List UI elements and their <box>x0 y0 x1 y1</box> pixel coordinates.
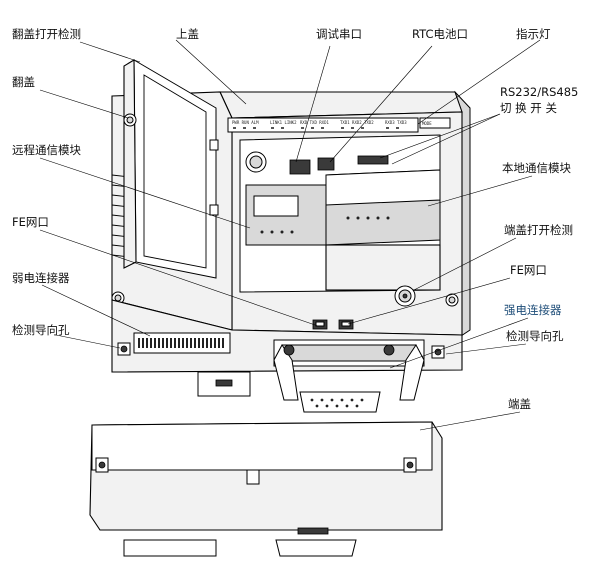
svg-text:LINK1 LINK2: LINK1 LINK2 <box>270 120 297 125</box>
svg-text:RXD3 TXD3: RXD3 TXD3 <box>385 120 407 125</box>
label-rs-switch-line1: RS232/RS485 <box>500 85 578 99</box>
label-fe-port-right: FE网口 <box>510 263 547 277</box>
interior-compartment <box>239 134 441 293</box>
weak-current-connector-body <box>133 332 231 354</box>
label-top-cover: 上盖 <box>176 27 199 41</box>
callout-labels: 翻盖打开检测 翻盖 远程通信模块 FE网口 弱电连接器 检测导向孔 上盖 调试串… <box>12 27 578 411</box>
label-flip-cover-open-detect: 翻盖打开检测 <box>12 27 81 41</box>
label-flip-cover: 翻盖 <box>12 75 35 89</box>
label-debug-serial-port: 调试串口 <box>316 27 362 41</box>
terminal-detect-knob <box>394 285 416 307</box>
label-remote-comm-module: 远程通信模块 <box>12 143 81 157</box>
label-detect-guide-hole-left: 检测导向孔 <box>12 323 70 337</box>
label-terminal-cover-open-detect: 端盖打开检测 <box>504 223 573 237</box>
label-rs-switch-line2: 切 换 开 关 <box>500 101 557 115</box>
local-comm-module-body <box>325 169 441 246</box>
leader-lines <box>39 39 541 431</box>
label-fe-port-left: FE网口 <box>12 215 49 229</box>
label-strong-current-connector: 强电连接器 <box>504 303 562 317</box>
terminal-cover <box>89 421 443 557</box>
bottom-bracket <box>197 371 251 397</box>
remote-comm-module-body <box>245 184 327 246</box>
fe-ports <box>312 319 354 330</box>
label-detect-guide-hole-right: 检测导向孔 <box>506 329 564 343</box>
label-terminal-cover: 端盖 <box>508 397 531 411</box>
label-weak-current-connector: 弱电连接器 <box>12 271 70 285</box>
flip-cover <box>123 59 219 279</box>
strong-current-connector-body <box>273 339 425 413</box>
svg-text:RXD TXD RXD1: RXD TXD RXD1 <box>300 120 329 125</box>
rtc-battery-port <box>317 157 335 171</box>
label-local-comm-module: 本地通信模块 <box>502 161 571 175</box>
svg-text:TXD1 RXD2 TXD2: TXD1 RXD2 TXD2 <box>340 120 374 125</box>
label-indicator-light: 指示灯 <box>516 27 551 41</box>
indicator-led-strip: PWR RUN ALM LINK1 LINK2 RXD TXD RXD1 TXD… <box>227 117 451 133</box>
svg-text:PWR RUN ALM: PWR RUN ALM <box>232 120 259 125</box>
label-rtc-battery-port: RTC电池口 <box>412 27 468 41</box>
debug-serial-port <box>289 159 311 175</box>
svg-text:MODE: MODE <box>422 121 432 126</box>
rs-switch <box>357 155 389 165</box>
